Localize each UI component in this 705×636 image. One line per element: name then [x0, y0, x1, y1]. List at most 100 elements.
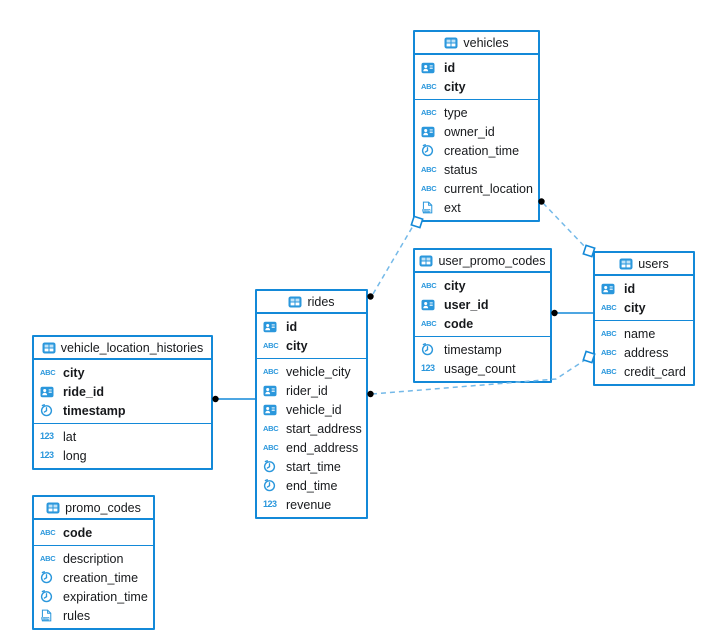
field-name: rider_id [286, 383, 328, 398]
table-row[interactable]: start_time [257, 457, 366, 476]
table-row[interactable]: ABC current_location [415, 179, 538, 198]
table-row[interactable]: creation_time [34, 568, 153, 587]
table-user-promo-codes[interactable]: user_promo_codes ABC city user_id ABC co… [413, 248, 552, 383]
table-header[interactable]: rides [257, 291, 366, 314]
fields-section: ABC name ABC address ABC credit_card [595, 321, 693, 384]
table-rides[interactable]: rides id ABC city ABC vehicle_city rider… [255, 289, 368, 519]
field-name: expiration_time [63, 589, 148, 604]
parent-end-square [582, 244, 596, 258]
table-row[interactable]: 123 usage_count [415, 359, 550, 378]
table-row[interactable]: ABC type [415, 103, 538, 122]
id-type-icon [263, 403, 281, 417]
table-icon [419, 254, 433, 268]
table-header[interactable]: user_promo_codes [415, 250, 550, 273]
table-row[interactable]: JSON rules [34, 606, 153, 625]
table-header[interactable]: promo_codes [34, 497, 153, 520]
text-type-icon: ABC [601, 366, 617, 376]
table-row[interactable]: owner_id [415, 122, 538, 141]
table-row[interactable]: ABC city [257, 336, 366, 355]
table-row[interactable]: ABC address [595, 343, 693, 362]
svg-text:JSON: JSON [41, 617, 49, 621]
table-row[interactable]: creation_time [415, 141, 538, 160]
id-type-icon [601, 282, 619, 296]
table-icon [42, 341, 56, 355]
table-icon [288, 295, 302, 309]
table-row[interactable]: 123 lat [34, 427, 211, 446]
table-row[interactable]: 123 long [34, 446, 211, 465]
table-row[interactable]: ABC code [415, 314, 550, 333]
field-name: timestamp [444, 342, 502, 357]
table-vehicle-location-histories[interactable]: vehicle_location_histories ABC city ride… [32, 335, 213, 470]
fields-section: 123 lat 123 long [34, 424, 211, 468]
primary-key-section: ABC city ride_id timestamp [34, 360, 211, 424]
number-type-icon: 123 [421, 363, 435, 373]
field-name: user_id [444, 297, 489, 312]
table-row[interactable]: timestamp [34, 401, 211, 420]
fields-section: ABC description creation_time expiration… [34, 546, 153, 628]
field-name: address [624, 345, 669, 360]
table-row[interactable]: JSON ext [415, 198, 538, 217]
table-row[interactable]: expiration_time [34, 587, 153, 606]
table-header[interactable]: vehicles [415, 32, 538, 55]
relationship-user-promo-codes-users[interactable] [551, 309, 594, 317]
time-type-icon [263, 460, 281, 473]
table-row[interactable]: ride_id [34, 382, 211, 401]
table-row[interactable]: ABC city [415, 77, 538, 96]
field-name: creation_time [63, 570, 139, 585]
table-row[interactable]: ABC description [34, 549, 153, 568]
table-vehicles[interactable]: vehicles id ABC city ABC type owner_id [413, 30, 540, 222]
time-type-icon [421, 343, 439, 356]
table-promo-codes[interactable]: promo_codes ABC code ABC description cre… [32, 495, 155, 630]
text-type-icon: ABC [263, 340, 279, 350]
table-users[interactable]: users id ABC city ABC name ABC address A… [593, 251, 695, 386]
table-row[interactable]: ABC credit_card [595, 362, 693, 381]
time-type-icon [263, 479, 281, 492]
field-name: start_time [286, 459, 341, 474]
text-type-icon: ABC [263, 366, 279, 376]
table-row[interactable]: ABC city [595, 298, 693, 317]
field-name: current_location [444, 181, 533, 196]
table-row[interactable]: end_time [257, 476, 366, 495]
table-header[interactable]: users [595, 253, 693, 276]
table-row[interactable]: ABC name [595, 324, 693, 343]
text-type-icon: ABC [601, 347, 617, 357]
primary-key-section: id ABC city [257, 314, 366, 359]
field-name: code [444, 316, 474, 331]
table-row[interactable]: rider_id [257, 381, 366, 400]
table-row[interactable]: id [415, 58, 538, 77]
table-row[interactable]: ABC end_address [257, 438, 366, 457]
relationship-vehicle-location-histories-rides[interactable] [212, 395, 256, 403]
primary-key-section: id ABC city [415, 55, 538, 100]
table-row[interactable]: timestamp [415, 340, 550, 359]
primary-key-section: ABC city user_id ABC code [415, 273, 550, 337]
table-row[interactable]: user_id [415, 295, 550, 314]
text-type-icon: ABC [421, 183, 437, 193]
table-row[interactable]: ABC vehicle_city [257, 362, 366, 381]
field-name: code [63, 525, 93, 540]
table-header[interactable]: vehicle_location_histories [34, 337, 211, 360]
field-name: vehicle_id [286, 402, 342, 417]
table-row[interactable]: ABC code [34, 523, 153, 542]
fields-section: ABC vehicle_city rider_id vehicle_id ABC… [257, 359, 366, 517]
table-row[interactable]: ABC city [34, 363, 211, 382]
table-row[interactable]: vehicle_id [257, 400, 366, 419]
table-title: vehicles [463, 35, 509, 50]
field-name: id [286, 319, 298, 334]
text-type-icon: ABC [421, 280, 437, 290]
svg-text:JSON: JSON [422, 209, 430, 213]
table-row[interactable]: id [257, 317, 366, 336]
table-title: rides [307, 294, 335, 309]
field-name: id [444, 60, 456, 75]
table-row[interactable]: ABC status [415, 160, 538, 179]
table-icon [619, 257, 633, 271]
text-type-icon: ABC [421, 164, 437, 174]
text-type-icon: ABC [40, 527, 56, 537]
table-row[interactable]: ABC city [415, 276, 550, 295]
field-name: timestamp [63, 403, 126, 418]
fields-section: ABC type owner_id creation_time ABC stat… [415, 100, 538, 220]
table-row[interactable]: id [595, 279, 693, 298]
table-row[interactable]: 123 revenue [257, 495, 366, 514]
table-row[interactable]: ABC start_address [257, 419, 366, 438]
text-type-icon: ABC [421, 81, 437, 91]
